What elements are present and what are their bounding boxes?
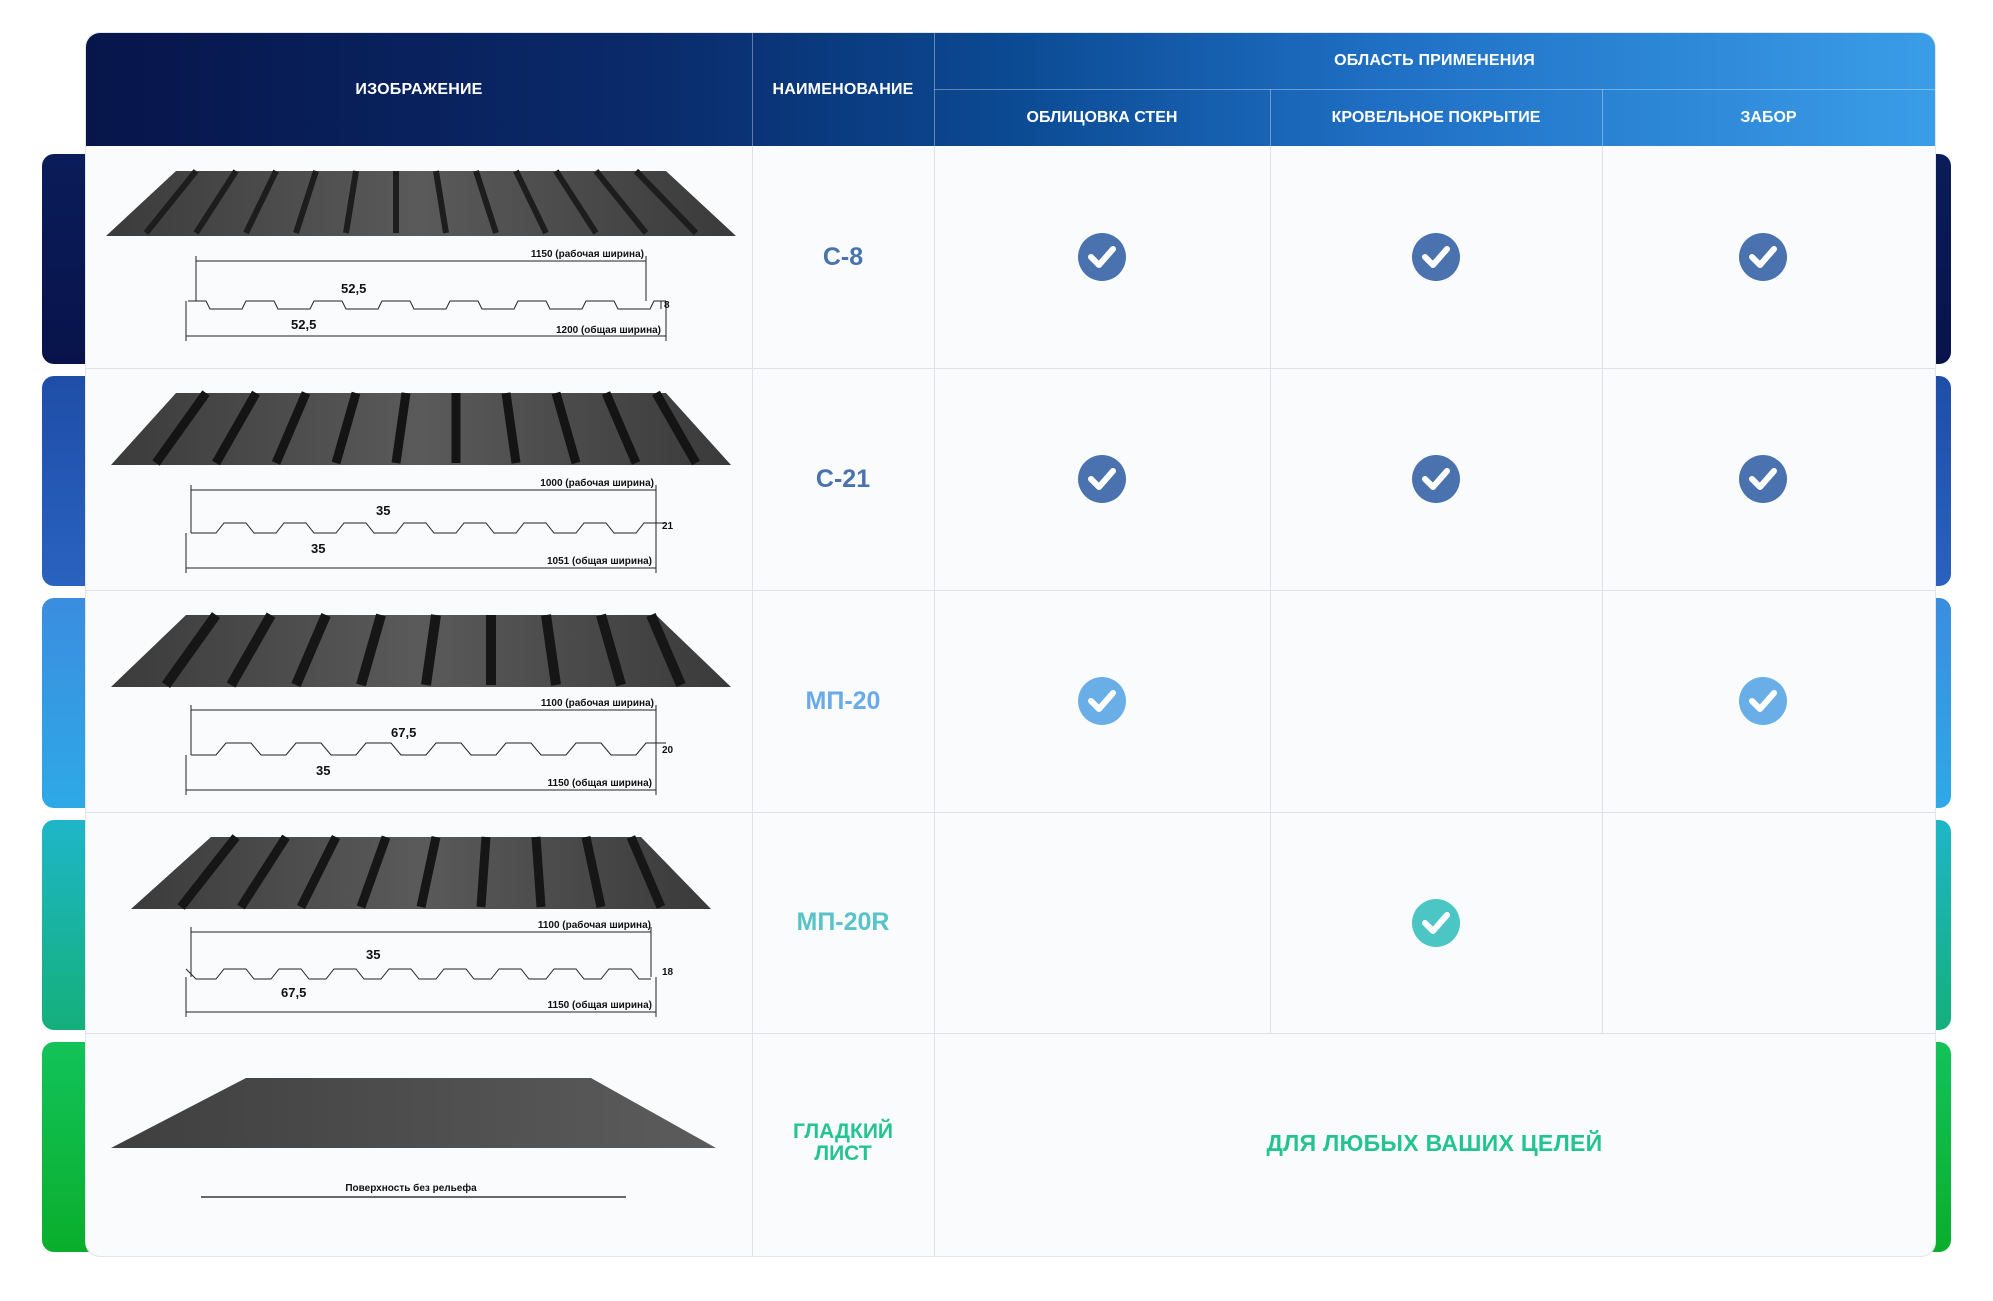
product-name-line: ГЛАДКИЙ <box>792 1120 894 1143</box>
dim-work-width: 1100 (рабочая ширина) <box>541 697 654 709</box>
check-icon <box>1739 233 1787 281</box>
dim-bottom: 67,5 <box>281 985 306 1000</box>
header-divider <box>1270 89 1271 146</box>
comparison-table: ИЗОБРАЖЕНИЕ НАИМЕНОВАНИЕ ОБЛАСТЬ ПРИМЕНЕ… <box>86 33 1935 1256</box>
dim-top: 67,5 <box>391 725 416 740</box>
dim-total-width: 1200 (общая ширина) <box>556 324 661 336</box>
header-walls: ОБЛИЦОВКА СТЕН <box>1026 108 1178 126</box>
header-roof: КРОВЕЛЬНОЕ ПОКРЫТИЕ <box>1331 108 1541 126</box>
column-divider <box>1602 146 1603 1033</box>
smooth-caption: Поверхность без рельефа <box>345 1182 477 1194</box>
header-application: ОБЛАСТЬ ПРИМЕНЕНИЯ <box>1334 52 1535 69</box>
purpose-any: ДЛЯ ЛЮБЫХ ВАШИХ ЦЕЛЕЙ <box>1266 1129 1603 1156</box>
dim-top: 52,5 <box>341 281 366 296</box>
column-divider <box>1270 146 1271 1033</box>
check-icon <box>1412 455 1460 503</box>
product-name: МП-20R <box>796 908 890 936</box>
dim-bottom: 35 <box>311 541 325 556</box>
check-icon <box>1078 677 1126 725</box>
product-name: МП-20 <box>805 686 881 715</box>
dim-height: 20 <box>662 745 674 756</box>
header-divider <box>934 89 1935 90</box>
profile-sheet-mp20: 1100 (рабочая ширина) 67,5 35 20 1150 (о… <box>111 612 731 795</box>
column-divider <box>752 146 753 1256</box>
header-background <box>86 33 1935 146</box>
profile-sheet-mp20r: 1100 (рабочая ширина) 35 67,5 18 1150 (о… <box>131 834 711 1017</box>
header-divider <box>752 33 753 146</box>
header-image: ИЗОБРАЖЕНИЕ <box>355 80 483 98</box>
column-divider <box>934 146 935 1256</box>
row-divider <box>86 590 1935 591</box>
check-icon <box>1412 899 1460 947</box>
header-divider <box>934 33 935 146</box>
product-name: С-8 <box>822 242 864 271</box>
dim-total-width: 1150 (общая ширина) <box>548 777 653 789</box>
dim-total-width: 1051 (общая ширина) <box>547 555 652 567</box>
header-name: НАИМЕНОВАНИЕ <box>772 80 914 98</box>
product-name: С-21 <box>815 464 871 493</box>
smooth-sheet: Поверхность без рельефа <box>111 1078 716 1198</box>
check-icon <box>1739 455 1787 503</box>
dim-work-width: 1100 (рабочая ширина) <box>538 919 651 931</box>
dim-height: 21 <box>662 521 674 532</box>
dim-height: 18 <box>662 967 674 978</box>
header-fence: ЗАБОР <box>1740 108 1797 126</box>
dim-work-width: 1150 (рабочая ширина) <box>531 248 644 260</box>
check-icon <box>1078 455 1126 503</box>
row-divider <box>86 812 1935 813</box>
check-icon <box>1412 233 1460 281</box>
dim-total-width: 1150 (общая ширина) <box>548 999 653 1011</box>
profile-sheet-c8: 1150 (рабочая ширина) 52,5 52,5 8 1200 (… <box>106 168 736 341</box>
profile-sheet-c21: 1000 (рабочая ширина) 35 35 21 1051 (общ… <box>111 390 731 573</box>
row-divider <box>86 1033 1935 1034</box>
dim-height: 8 <box>664 300 670 311</box>
dim-work-width: 1000 (рабочая ширина) <box>540 477 654 489</box>
dim-top: 35 <box>376 503 390 518</box>
header-divider <box>1602 89 1603 146</box>
dim-bottom: 35 <box>316 763 330 778</box>
check-icon <box>1739 677 1787 725</box>
dim-bottom: 52,5 <box>291 317 316 332</box>
check-icon <box>1078 233 1126 281</box>
dim-top: 35 <box>366 947 380 962</box>
row-divider <box>86 368 1935 369</box>
product-name-smooth: ГЛАДКИЙ ЛИСТ <box>752 1033 934 1253</box>
product-name-line: ЛИСТ <box>814 1142 872 1165</box>
